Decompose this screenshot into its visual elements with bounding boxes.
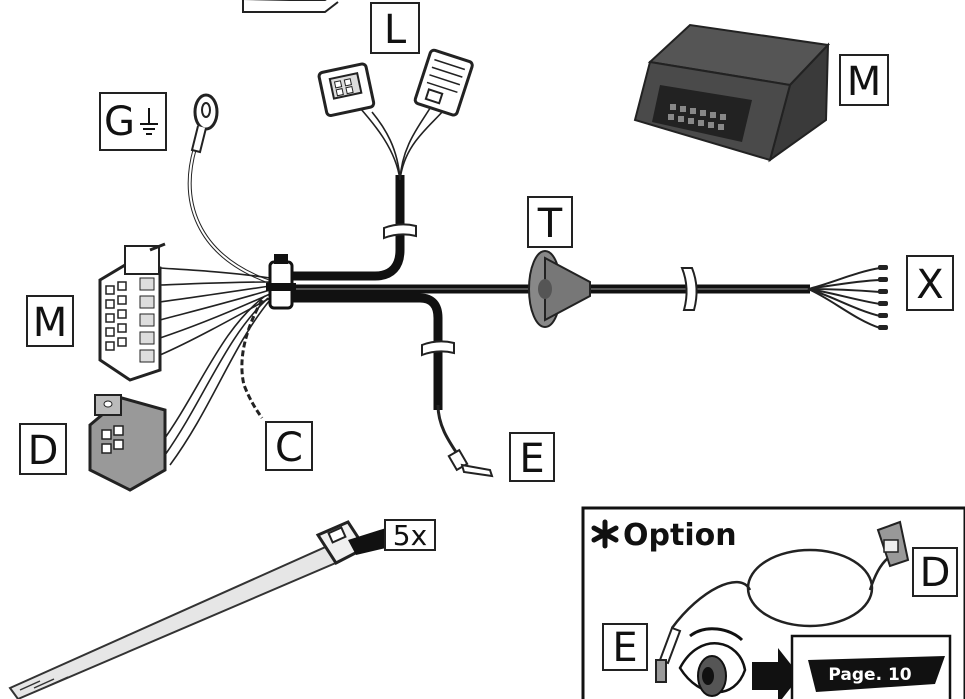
page-ref-flag (808, 656, 945, 692)
label-G-text: G (104, 99, 135, 145)
eye-icon (678, 627, 747, 697)
label-5x: 5x (384, 519, 436, 552)
label-D-text: D (28, 428, 59, 474)
label-X-text: X (916, 262, 943, 308)
label-L-text: L (384, 7, 407, 53)
option-panel: Option Page. 10 (581, 506, 965, 699)
sensor-E (447, 448, 494, 478)
page-reference: Page. 10 (828, 665, 911, 685)
option-label-E-text: E (612, 625, 637, 671)
label-L: L (370, 2, 420, 54)
option-title: Option (623, 518, 737, 553)
label-E: E (509, 432, 555, 482)
label-M-top-text: M (847, 59, 882, 105)
cable-clamp (266, 254, 296, 310)
label-X: X (906, 255, 954, 311)
cable-tie (8, 520, 386, 699)
ground-ring-terminal (190, 93, 219, 154)
control-module-M (633, 23, 831, 163)
label-D: D (19, 423, 67, 475)
cropped-box-top (242, 0, 339, 13)
label-M-left-text: M (33, 300, 68, 346)
option-label-E: E (602, 623, 648, 671)
ground-symbol-icon (140, 108, 158, 135)
connector-L (317, 48, 474, 118)
label-M-left: M (26, 295, 74, 347)
label-T: T (527, 196, 573, 248)
connector-M (98, 242, 166, 382)
connector-D (88, 394, 167, 492)
label-M-top: M (839, 54, 889, 106)
label-C-text: C (275, 425, 303, 471)
option-sensor-E (655, 626, 682, 683)
option-label-D: D (912, 547, 958, 597)
option-connector-D (876, 520, 910, 568)
label-5x-text: 5x (393, 519, 427, 552)
label-E-text: E (519, 436, 544, 482)
label-C: C (265, 421, 313, 471)
label-T-text: T (537, 201, 563, 247)
arrow-right-icon (752, 648, 800, 699)
asterisk-icon (591, 519, 619, 549)
label-G: G (99, 92, 167, 151)
rubber-grommet (528, 250, 591, 328)
option-label-D-text: D (920, 550, 951, 596)
